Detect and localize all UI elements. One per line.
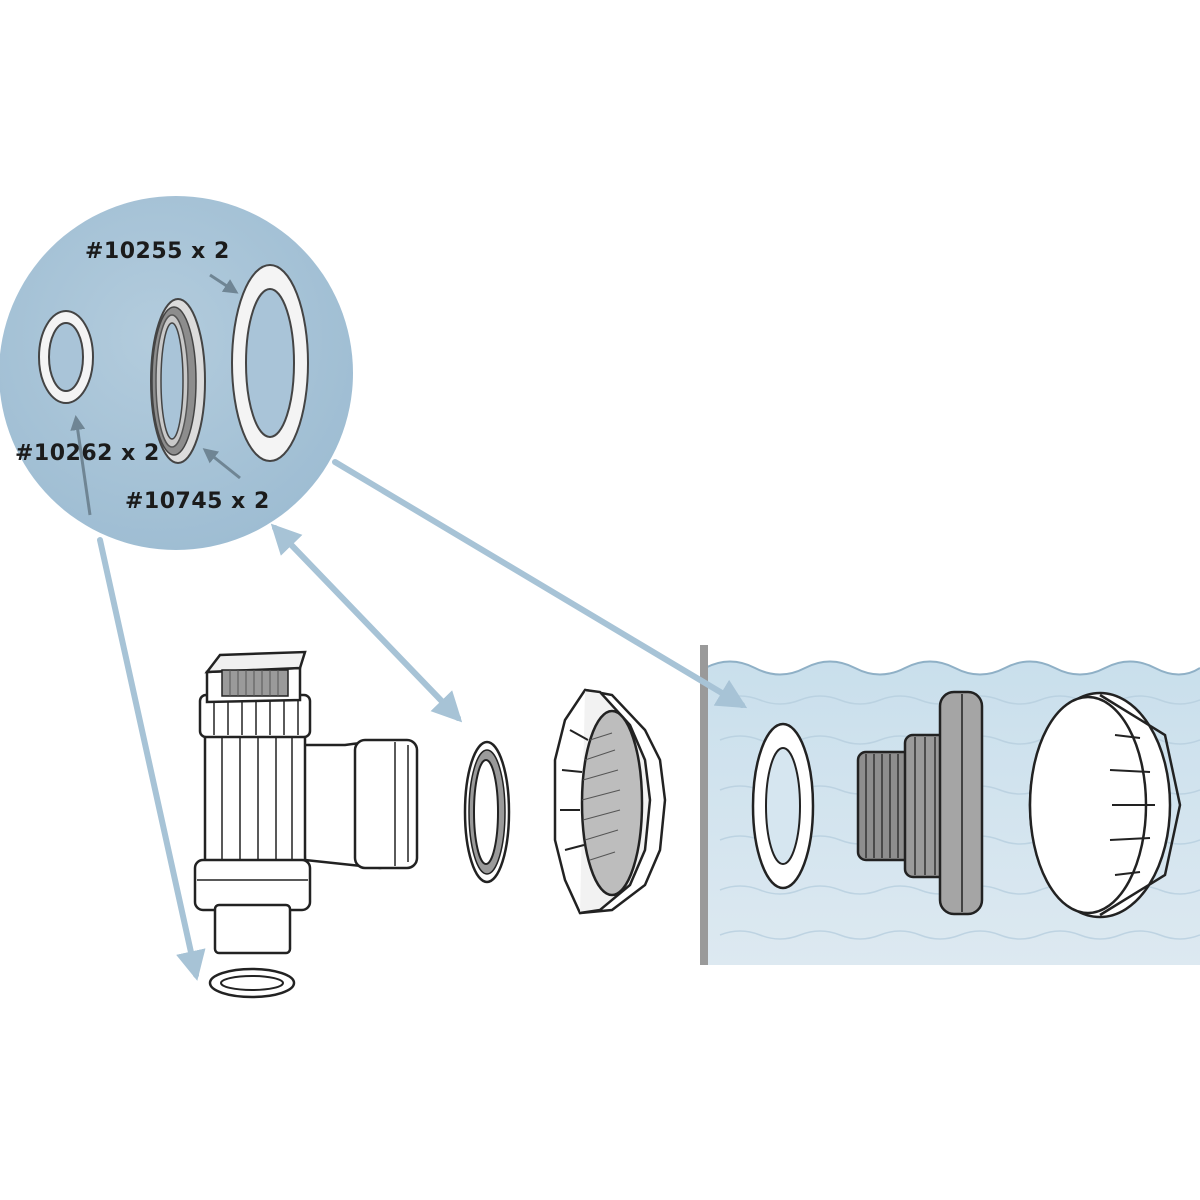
leader-arrow-o-ring (97, 537, 206, 981)
label-ring-small: #10262 x 2 (15, 441, 160, 466)
o-ring-icon (38, 310, 94, 404)
grooved-ring-icon (150, 298, 206, 464)
flat-washer-icon (751, 722, 815, 890)
leader-arrow-grooved-ring (270, 523, 463, 723)
leader-arrows (97, 459, 748, 981)
leader-arrow-washer (332, 459, 748, 709)
o-ring-icon (208, 967, 296, 999)
flat-washer-icon (231, 264, 309, 462)
grooved-ring-icon (463, 740, 511, 884)
callout-magnifier: #10255 x 2 #10262 x 2 #10745 x 2 (0, 196, 353, 550)
hex-nut-icon (553, 688, 667, 915)
callout-pointers (70, 273, 241, 516)
label-ring-large: #10255 x 2 (85, 239, 230, 264)
threaded-fitting-icon (856, 690, 984, 916)
strainer-cap-icon (1028, 691, 1182, 919)
valve-tee-icon (193, 650, 419, 955)
label-ring-grooved: #10745 x 2 (125, 489, 270, 514)
